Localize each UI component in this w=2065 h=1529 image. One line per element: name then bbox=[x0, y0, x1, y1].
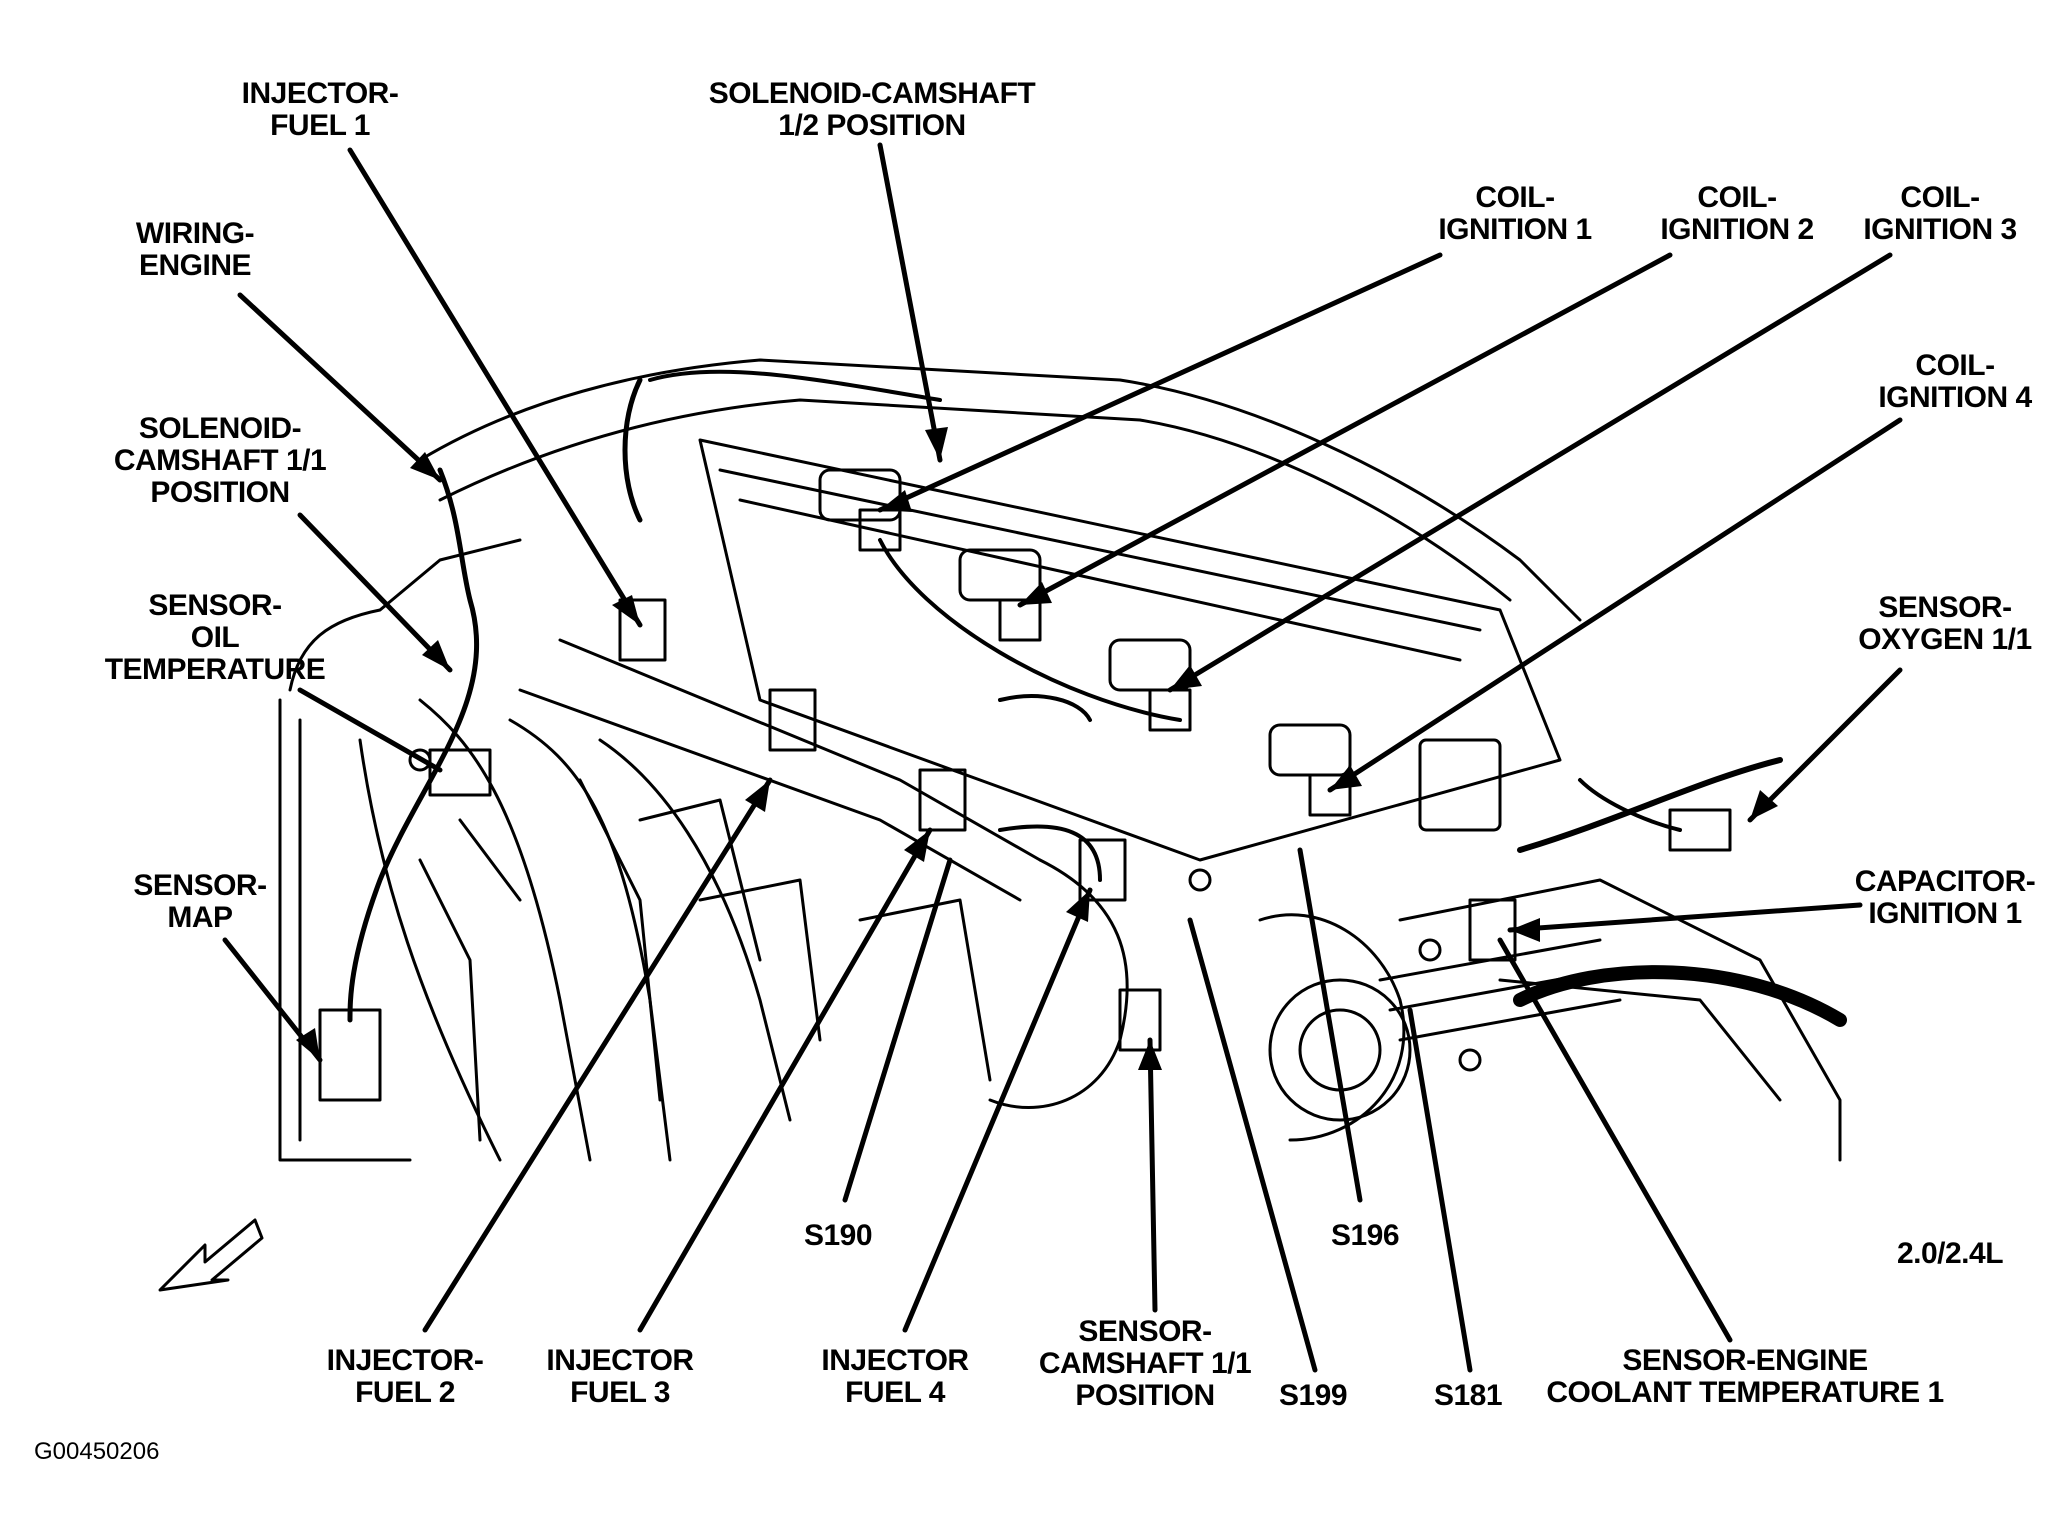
label-s190: S190 bbox=[803, 1219, 873, 1252]
label-s196: S196 bbox=[1330, 1219, 1400, 1252]
label-coil-ignition-3: COIL- IGNITION 3 bbox=[1863, 181, 2017, 246]
leader-solenoid-camshaft-1-1 bbox=[297, 512, 453, 673]
label-injector-fuel-2: INJECTOR- FUEL 2 bbox=[326, 1344, 484, 1409]
leader-lines bbox=[222, 142, 1903, 1373]
label-sensor-oxygen-1-1: SENSOR- OXYGEN 1/1 bbox=[1858, 591, 2032, 656]
label-injector-fuel-1: INJECTOR- FUEL 1 bbox=[241, 77, 399, 142]
fwd-arrow-icon bbox=[158, 1218, 264, 1292]
arrowheads bbox=[296, 427, 1778, 1070]
leader-injector-fuel-3 bbox=[637, 827, 933, 1333]
label-injector-fuel-4: INJECTOR FUEL 4 bbox=[821, 1344, 969, 1409]
label-sensor-map: SENSOR- MAP bbox=[133, 869, 267, 934]
leader-coil-ignition-2 bbox=[1017, 252, 1673, 608]
label-s199: S199 bbox=[1278, 1379, 1348, 1412]
leader-s199 bbox=[1187, 917, 1318, 1373]
label-sensor-oil-temperature: SENSOR- OIL TEMPERATURE bbox=[104, 589, 326, 686]
leader-s196 bbox=[1297, 847, 1363, 1203]
leader-s190 bbox=[842, 857, 953, 1203]
leader-sensor-camshaft-1-1 bbox=[1147, 1037, 1158, 1313]
leader-solenoid-camshaft-1-2 bbox=[877, 142, 943, 463]
leader-capacitor-ignition bbox=[1507, 902, 1863, 933]
leader-sensor-oil-temperature bbox=[297, 687, 443, 773]
leader-coil-ignition-4 bbox=[1327, 417, 1903, 793]
leader-wiring-engine bbox=[237, 292, 443, 483]
leader-sensor-engine-coolant bbox=[1497, 937, 1733, 1343]
label-sensor-engine-coolant: SENSOR-ENGINE COOLANT TEMPERATURE 1 bbox=[1546, 1344, 1944, 1409]
figure-id: G00450206 bbox=[34, 1438, 160, 1465]
label-coil-ignition-2: COIL- IGNITION 2 bbox=[1660, 181, 1814, 246]
label-sensor-camshaft-1-1: SENSOR- CAMSHAFT 1/1 POSITION bbox=[1038, 1315, 1252, 1412]
label-solenoid-camshaft-1-2: SOLENOID-CAMSHAFT 1/2 POSITION bbox=[708, 77, 1036, 142]
leader-coil-ignition-3 bbox=[1167, 252, 1893, 693]
engine-outline bbox=[278, 358, 1847, 1162]
leader-injector-fuel-4 bbox=[902, 887, 1093, 1333]
label-capacitor-ignition-1: CAPACITOR- IGNITION 1 bbox=[1854, 865, 2036, 930]
leader-s181 bbox=[1407, 1007, 1473, 1373]
label-solenoid-camshaft-1-1: SOLENOID- CAMSHAFT 1/1 POSITION bbox=[113, 412, 327, 509]
label-engine-note: 2.0/2.4L bbox=[1896, 1237, 2004, 1270]
leader-injector-fuel-1 bbox=[347, 147, 643, 628]
label-injector-fuel-3: INJECTOR FUEL 3 bbox=[546, 1344, 694, 1409]
label-s181: S181 bbox=[1433, 1379, 1503, 1412]
label-wiring-engine: WIRING- ENGINE bbox=[135, 217, 255, 282]
label-coil-ignition-1: COIL- IGNITION 1 bbox=[1438, 181, 1592, 246]
label-coil-ignition-4: COIL- IGNITION 4 bbox=[1878, 349, 2032, 414]
leader-coil-ignition-1 bbox=[877, 252, 1443, 513]
leader-injector-fuel-2 bbox=[422, 777, 773, 1333]
leader-sensor-oxygen bbox=[1747, 667, 1903, 823]
